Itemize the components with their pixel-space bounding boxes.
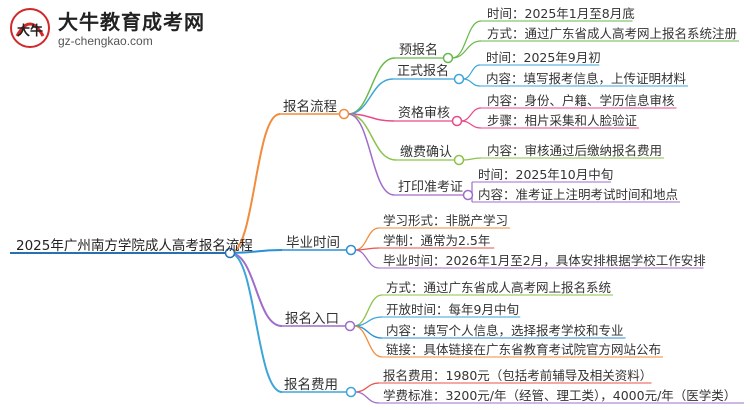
leaf-text: 开放时间：每年9月中旬 bbox=[386, 302, 519, 317]
branch-connector-3 bbox=[229, 252, 283, 393]
sub-dot-0[interactable] bbox=[442, 52, 454, 64]
root-node-label: 2025年广州南方学院成人高考报名流程 bbox=[16, 238, 253, 254]
sub-connector-4 bbox=[347, 113, 395, 196]
leaf-text: 毕业时间：2026年1月至2月，具体安排根据学校工作安排 bbox=[383, 253, 706, 268]
sub-branch-label-4: 打印准考证 bbox=[398, 180, 464, 195]
branch-connector-1 bbox=[229, 249, 283, 254]
sub-branch-label-2: 资格审核 bbox=[398, 106, 451, 121]
branch-dot-2[interactable] bbox=[344, 320, 356, 332]
logo-site-url: gz-chengkao.com bbox=[58, 34, 153, 48]
branch-label-0: 报名流程 bbox=[283, 99, 337, 115]
sub-dot-3[interactable] bbox=[453, 154, 465, 166]
sub-dot-4[interactable] bbox=[462, 189, 474, 201]
sub-connector-1 bbox=[347, 78, 394, 115]
sub-connector-0 bbox=[347, 57, 396, 115]
leaf-text: 学费标准：3200元/年（经管、理工类），4000元/年（医学类） bbox=[383, 388, 737, 403]
sub-branch-label-3: 缴费确认 bbox=[400, 145, 453, 160]
leaf-text: 内容：审核通过后缴纳报名费用 bbox=[487, 143, 663, 158]
leaf-text: 链接：具体链接在广东省教育考试院官方网站公布 bbox=[386, 342, 662, 357]
leaf-connector-1-1 bbox=[462, 78, 481, 87]
branch-connector-2 bbox=[229, 252, 283, 327]
leaf-text: 学制：通常为2.5年 bbox=[383, 233, 491, 248]
leaf-text: 内容：准考证上注明考试时间和地点 bbox=[478, 187, 679, 202]
leaf-text: 方式：通过广东省成人高考网上报名系统注册 bbox=[487, 26, 738, 41]
branch-label-1: 毕业时间 bbox=[286, 235, 340, 251]
leaf-text: 内容：填写个人信息，选择报考学校和专业 bbox=[386, 323, 624, 338]
sub-branch-label-0: 预报名 bbox=[399, 43, 439, 58]
logo-emblem-icon: 大牛 bbox=[10, 8, 50, 48]
sub-dot-1[interactable] bbox=[453, 73, 465, 85]
leaf-connector-1-0 bbox=[462, 64, 481, 80]
branch-label-2: 报名入口 bbox=[285, 311, 339, 327]
leaf-text: 内容：填写报考信息，上传证明材料 bbox=[486, 71, 687, 86]
logo-site-name: 大牛教育成考网 bbox=[58, 10, 205, 34]
branch-dot-3[interactable] bbox=[345, 386, 357, 398]
sub-dot-2[interactable] bbox=[451, 115, 463, 127]
leaf-text: 时间：2025年10月中旬 bbox=[478, 167, 614, 182]
leaf-text: 内容：身份、户籍、学历信息审核 bbox=[487, 93, 675, 108]
mindmap-edges bbox=[10, 20, 744, 404]
site-logo[interactable]: 大牛 大牛教育成考网 gz-chengkao.com bbox=[8, 4, 278, 54]
leaf-connector-3-0 bbox=[462, 157, 482, 161]
leaf-connector-1-2 bbox=[354, 249, 380, 269]
leaf-text: 时间：2025年1月至8月底 bbox=[487, 6, 635, 21]
root-node-dot[interactable] bbox=[224, 247, 236, 259]
leaf-connector-3-1 bbox=[354, 391, 380, 404]
leaf-connector-2-1 bbox=[460, 120, 482, 129]
leaf-connector-0-1 bbox=[451, 40, 482, 59]
leaf-text: 时间：2025年9月初 bbox=[486, 50, 601, 65]
leaf-connector-2-0 bbox=[460, 107, 482, 122]
branch-label-3: 报名费用 bbox=[284, 377, 338, 393]
leaf-connector-3-0 bbox=[354, 382, 380, 393]
leaf-text: 步骤：相片采集和人脸验证 bbox=[487, 113, 638, 128]
leaf-connector-1-0 bbox=[354, 227, 380, 251]
leaf-text: 方式：通过广东省成人高考网上报名系统 bbox=[386, 280, 612, 295]
leaf-text: 学习形式：非脱产学习 bbox=[383, 213, 509, 228]
leaf-connector-0-0 bbox=[451, 20, 482, 59]
sub-connector-3 bbox=[347, 113, 397, 161]
mindmap-nodes bbox=[224, 52, 474, 398]
branch-dot-1[interactable] bbox=[345, 244, 357, 256]
leaf-text: 报名费用：1980元（包括考前辅导及相关资料） bbox=[383, 368, 653, 383]
branch-connector-0 bbox=[229, 113, 281, 254]
leaf-connector-2-0 bbox=[353, 294, 383, 327]
branch-dot-0[interactable] bbox=[338, 108, 350, 120]
logo-emblem-text: 大牛 bbox=[17, 23, 43, 39]
leaf-connector-2-3 bbox=[353, 325, 383, 358]
sub-branch-label-1: 正式报名 bbox=[397, 64, 450, 79]
